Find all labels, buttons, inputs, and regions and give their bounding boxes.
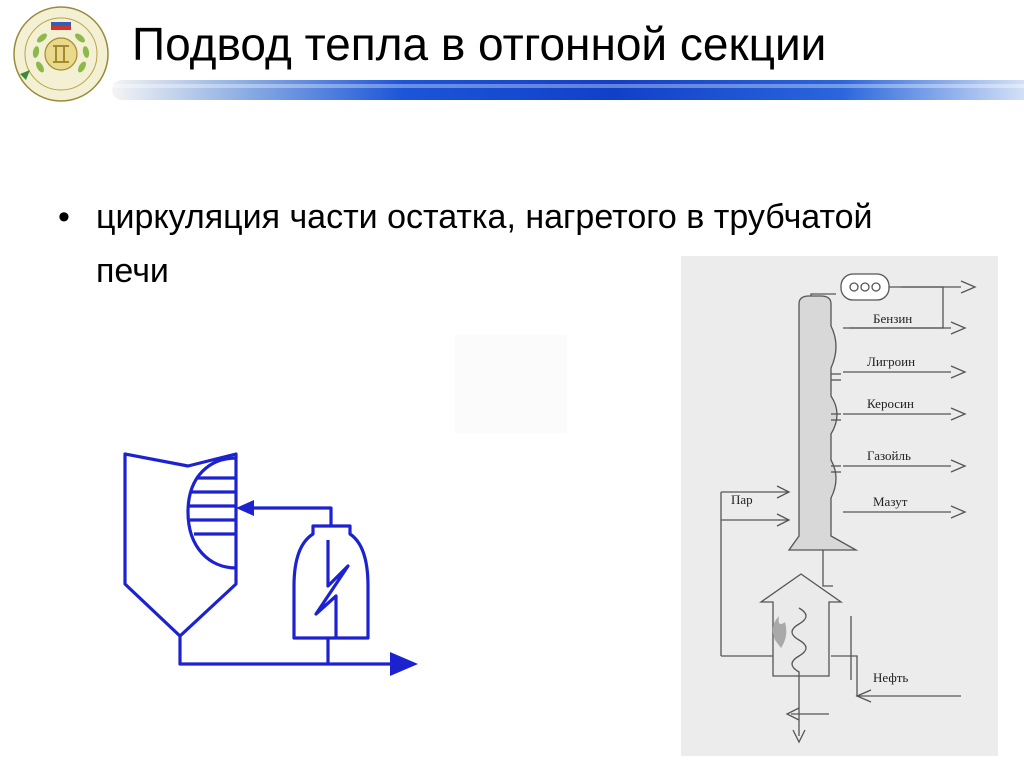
furnace-outline [292, 524, 370, 640]
label-kerosin: Керосин [867, 396, 914, 411]
furnace-flame [772, 616, 787, 648]
label-benzin: Бензин [873, 311, 912, 326]
reboiler-circulation-scheme [123, 452, 418, 676]
label-par: Пар [731, 492, 753, 507]
column-inner-vessel [186, 456, 237, 570]
column-body [787, 295, 859, 551]
bullet-marker: • [58, 198, 70, 236]
label-mazut: Мазут [873, 494, 908, 509]
bullet-text: циркуляция части остатка, нагретого в тр… [96, 198, 873, 290]
slide-title: Подвод тепла в отгонной секции [132, 18, 827, 70]
distillation-column-scheme: Бензин Лигроин Керосин Газойль Мазут Пар… [681, 256, 998, 756]
return-arrowhead [236, 500, 254, 516]
label-ligroin: Лигроин [867, 354, 915, 369]
product-arrowhead [390, 652, 418, 676]
label-neft: Нефть [873, 670, 908, 685]
university-logo [13, 6, 109, 102]
title-underline-bar [112, 80, 1024, 100]
column-outline [123, 452, 238, 638]
condenser [840, 273, 890, 301]
faint-placeholder-box [455, 335, 567, 433]
tube-furnace [758, 573, 844, 677]
label-gazoil: Газойль [867, 448, 911, 463]
